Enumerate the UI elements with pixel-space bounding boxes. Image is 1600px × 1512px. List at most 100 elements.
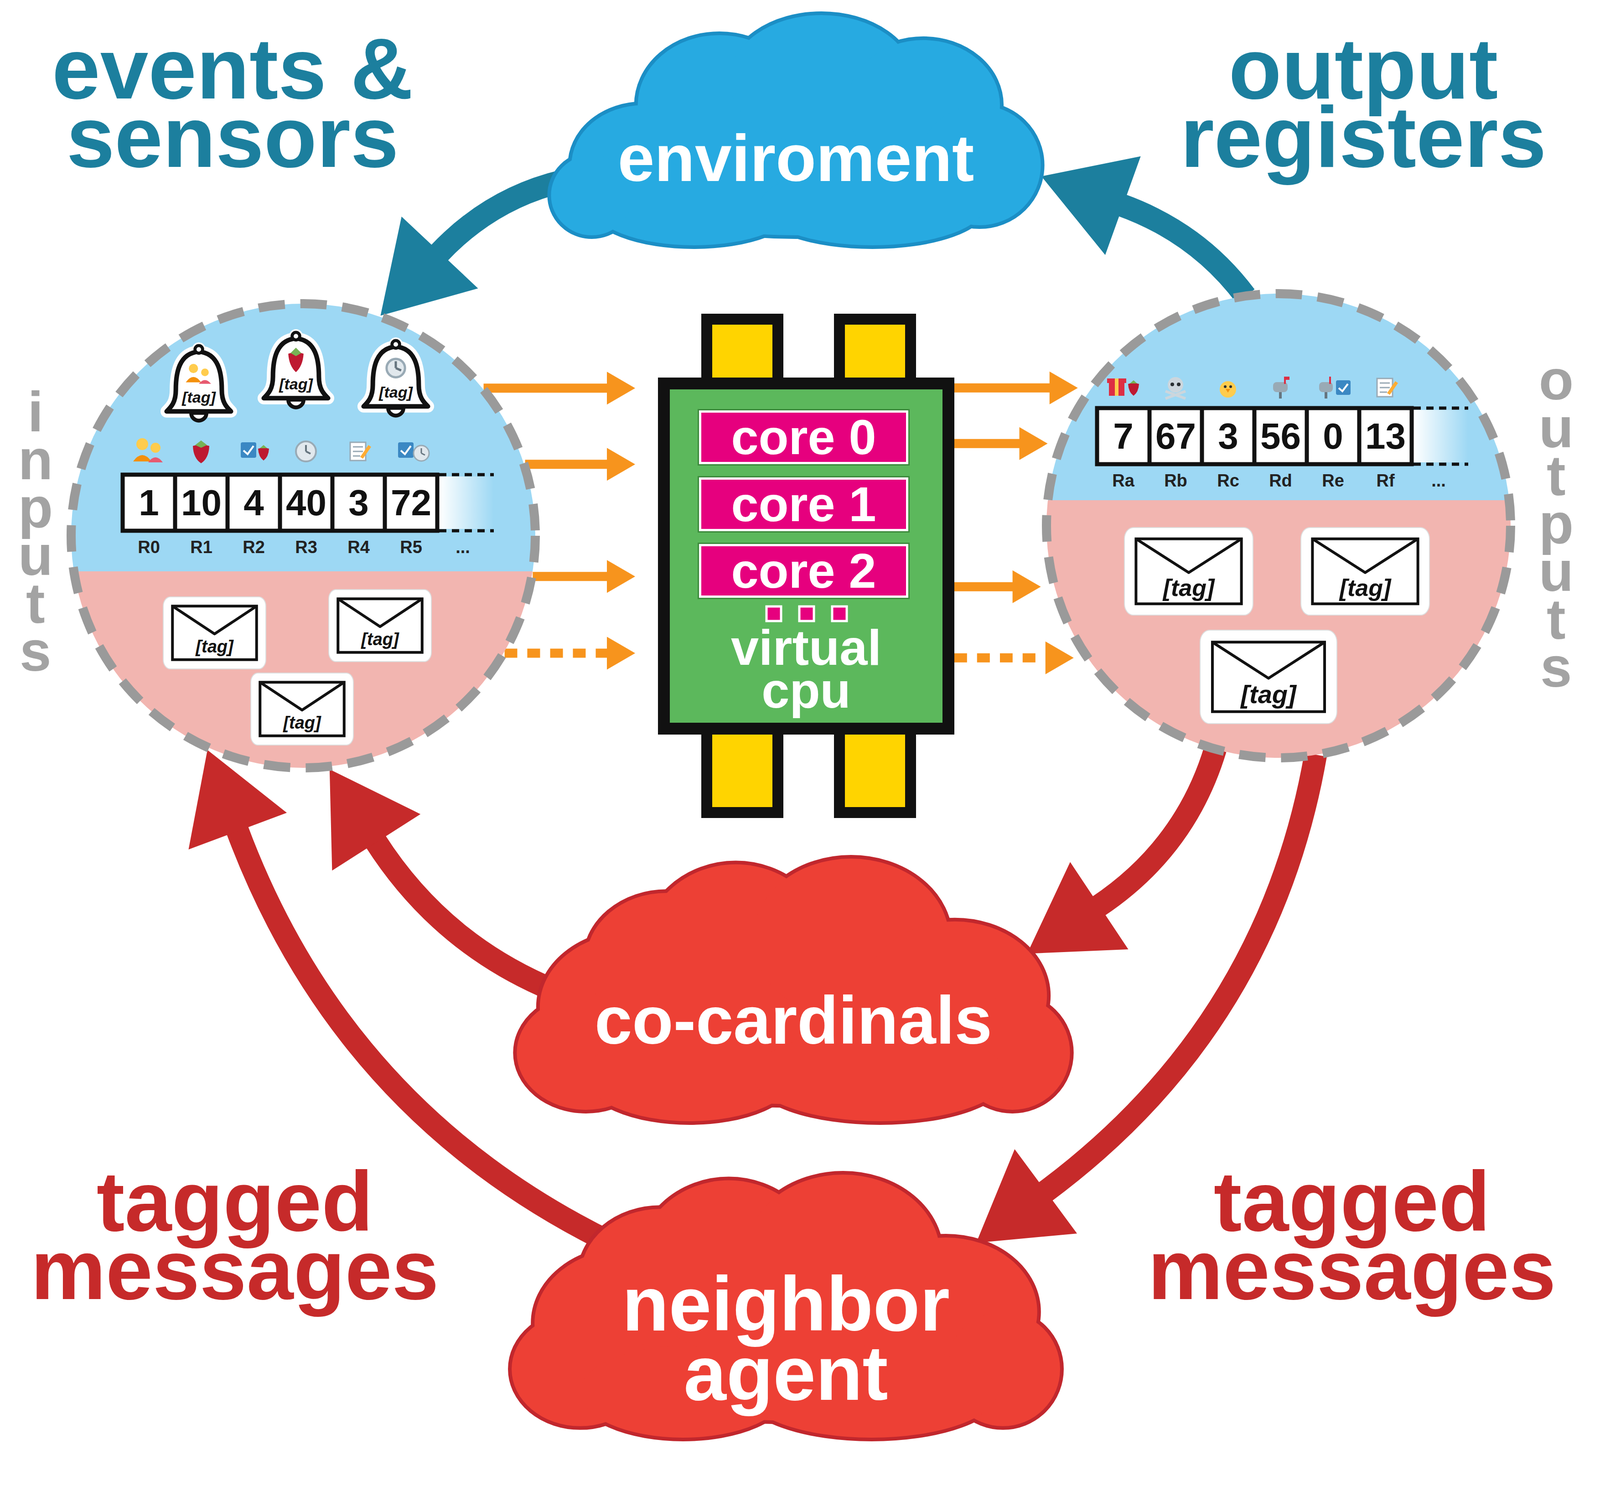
envelope-flap (172, 605, 257, 634)
register-name: Rc (1216, 471, 1240, 490)
label-holder: R5 (384, 534, 438, 560)
envelope-outline (1312, 538, 1418, 605)
arrow-line (438, 181, 564, 254)
tag-text: [tag] (283, 714, 321, 732)
flow-arrow (525, 447, 636, 481)
icon-clock-hands (395, 361, 402, 371)
register-value: 72 (390, 484, 432, 522)
envelope-backing (1124, 527, 1254, 616)
arrow-head (1049, 371, 1078, 405)
label-holder: 1 (122, 474, 176, 531)
flow-arrow (954, 371, 1078, 405)
register-value: 3 (1217, 418, 1239, 455)
message-envelope: [tag] (1200, 630, 1337, 724)
icon-person-head (201, 368, 209, 377)
register-value: 1 (138, 484, 160, 522)
event-bell: [tag] (357, 337, 435, 425)
cloud-label: enviroment (617, 125, 975, 192)
virtual-cpu-chip: virtual cpucore 0core 1core 2 (657, 377, 955, 735)
tag-text: [tag] (181, 389, 216, 405)
label-holder: R4 (332, 534, 385, 560)
icon-person-head (188, 363, 198, 373)
envelope-shape (1300, 527, 1430, 616)
flow-arrow (1027, 748, 1216, 954)
cloud-label: neighbor agent (580, 1269, 992, 1408)
arrow-line (954, 653, 1048, 663)
flow-arrow (483, 371, 636, 405)
register-ellipsis: ... (455, 538, 471, 556)
text-holder: neighbor agent (500, 1228, 1072, 1450)
bell-halo (363, 346, 428, 407)
envelope-backing (1200, 630, 1337, 724)
side-heading: events & sensors (27, 34, 438, 171)
core-box: core 2 (699, 543, 909, 598)
label-holder: 4 (227, 474, 280, 531)
core-label: core 0 (730, 412, 876, 462)
flow-arrow (532, 559, 636, 593)
tag-text: [tag] (378, 384, 413, 400)
label-holder: R0 (122, 534, 176, 560)
register-name: R5 (399, 538, 423, 556)
register-value: 56 (1260, 418, 1301, 455)
arrow-line (954, 383, 1052, 393)
bell-halo (263, 338, 328, 399)
register-name: Re (1321, 471, 1345, 490)
bell-clapper (288, 399, 304, 408)
circle-top-half (1041, 289, 1516, 501)
bell-body (363, 346, 428, 407)
message-envelope: [tag] (328, 589, 432, 662)
arrow-line (954, 439, 1022, 449)
label-holder: tagged messages (1135, 1160, 1569, 1311)
bell-clapper (388, 408, 404, 416)
circle-dashed-border (1046, 293, 1511, 758)
text-holder: [tag] (357, 384, 435, 400)
register-name: R1 (190, 538, 213, 556)
tag-text: [tag] (361, 630, 399, 648)
register-value: 3 (348, 484, 369, 522)
icon-strawberry-leaf (290, 347, 302, 356)
text-holder: [tag] (160, 389, 238, 405)
flow-arrow (954, 570, 1041, 604)
vertical-heading: inputs (14, 387, 57, 675)
side-heading: tagged messages (1135, 1167, 1569, 1305)
label-holder: Rc (1201, 467, 1255, 494)
register-value: 40 (285, 484, 327, 522)
register-value: 10 (181, 484, 222, 522)
side-heading: output registers (1158, 34, 1569, 171)
label-holder: 67 (1149, 408, 1202, 465)
label-holder: 72 (384, 474, 438, 531)
outputs-circle: outputs[tag][tag][tag] (1041, 289, 1516, 763)
bell-clapper (191, 413, 207, 421)
arrow-head (606, 371, 636, 405)
tag-text: [tag] (279, 376, 313, 392)
arrow-line (483, 383, 609, 393)
arrow-line (1121, 205, 1246, 297)
event-bell: [tag] (160, 342, 238, 430)
text-holder: enviroment (540, 61, 1052, 256)
register-name: Ra (1112, 471, 1135, 490)
icon-clock (386, 358, 405, 378)
envelope-shape (163, 596, 266, 669)
envelope-flap (1312, 538, 1418, 573)
arrow-line (504, 648, 609, 658)
label-holder: Rd (1254, 467, 1307, 494)
label-holder: 10 (175, 474, 228, 531)
register-name: R3 (295, 538, 318, 556)
core-label: core 2 (730, 546, 876, 596)
envelope-flap (1212, 642, 1325, 679)
arrow-line (525, 459, 609, 469)
text-holder: [tag] (250, 711, 354, 735)
co-cardinals-cloud: co-cardinals (505, 847, 1082, 1133)
register-name: Rd (1268, 471, 1293, 490)
environment-cloud: enviroment (540, 5, 1052, 256)
arrow-head (329, 769, 421, 871)
envelope-shape (1124, 527, 1254, 616)
bell-body (263, 338, 328, 399)
flow-arrow (954, 427, 1048, 461)
label-holder: 7 (1097, 408, 1150, 465)
label-holder: output registers (1158, 27, 1569, 178)
bell-knob (292, 332, 301, 341)
envelope-backing (1300, 527, 1430, 616)
register-name: R2 (242, 538, 265, 556)
